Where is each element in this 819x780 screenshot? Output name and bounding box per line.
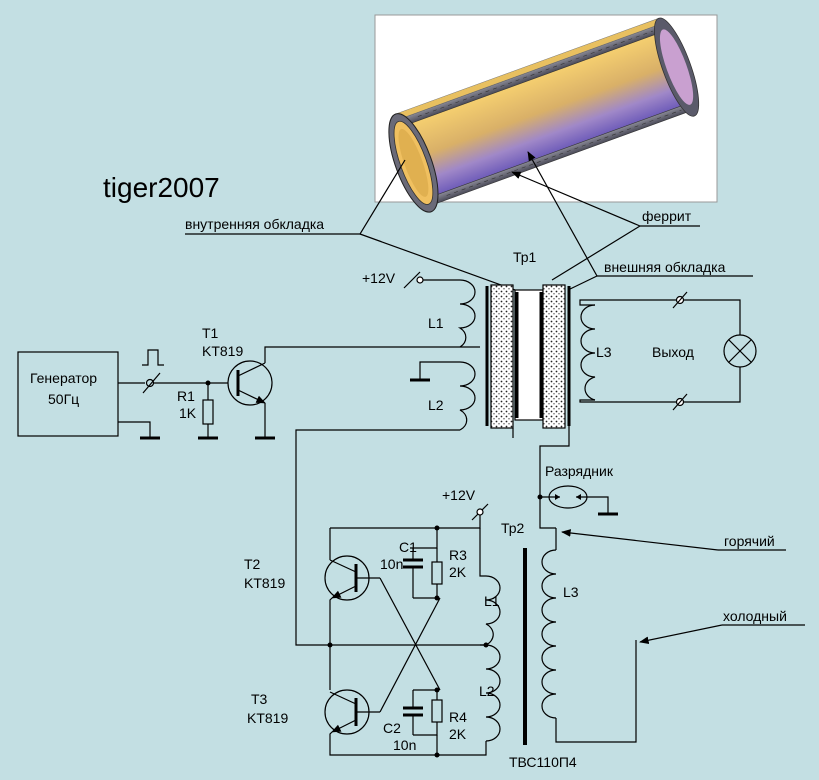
c2-value: 10n <box>393 737 416 753</box>
tr1-l3-label: L3 <box>596 344 612 360</box>
tr1-name: Тр1 <box>513 249 537 265</box>
tr1-l1-label: L1 <box>428 315 444 331</box>
c1-name: C1 <box>399 539 417 555</box>
supply-bottom-label: +12V <box>442 487 476 503</box>
ferrite-label: феррит <box>642 208 692 224</box>
r3-name: R3 <box>449 547 467 563</box>
tr1-l2-label: L2 <box>428 397 444 413</box>
t3-model: KT819 <box>247 710 288 726</box>
output-label: Выход <box>652 344 694 360</box>
supply-top-label: +12V <box>362 270 396 286</box>
generator-block <box>17 349 228 440</box>
transformer-tr1 <box>295 271 757 646</box>
inverter-circuit <box>324 503 805 758</box>
spark-gap <box>537 485 618 516</box>
c1-value: 10n <box>380 556 403 572</box>
r4-name: R4 <box>449 709 467 725</box>
generator-label-line2: 50Гц <box>48 391 79 407</box>
t2-name: T2 <box>244 556 261 572</box>
cold-label: холодный <box>723 608 787 624</box>
t1-name: T1 <box>202 325 219 341</box>
inner-plate-label: внутренняя обкладка <box>185 216 324 232</box>
t2-model: KT819 <box>244 575 285 591</box>
spark-gap-label: Разрядник <box>545 463 614 479</box>
resistor-r1 <box>198 380 218 440</box>
outer-plate-label: внешняя обкладка <box>604 259 726 275</box>
tr2-l1-label: L1 <box>484 593 500 609</box>
hot-label: горячий <box>724 533 775 549</box>
tr2-model-label: ТВС110П4 <box>509 754 577 770</box>
title-text: tiger2007 <box>103 172 220 203</box>
callout-lines <box>185 151 753 291</box>
generator-label-line1: Генератор <box>30 370 97 386</box>
t1-model: KT819 <box>202 343 243 359</box>
coaxial-capacitor-illustration <box>374 14 718 213</box>
tr2-l2-label: L2 <box>479 683 495 699</box>
tr2-name: Тр2 <box>501 520 525 536</box>
r3-value: 2K <box>449 564 467 580</box>
tr2-l3-label: L3 <box>563 584 579 600</box>
c2-name: C2 <box>383 720 401 736</box>
r4-value: 2K <box>449 726 467 742</box>
transistor-t1 <box>227 346 480 440</box>
r1-name: R1 <box>177 388 195 404</box>
t3-name: T3 <box>251 691 268 707</box>
r1-value: 1K <box>179 405 197 421</box>
